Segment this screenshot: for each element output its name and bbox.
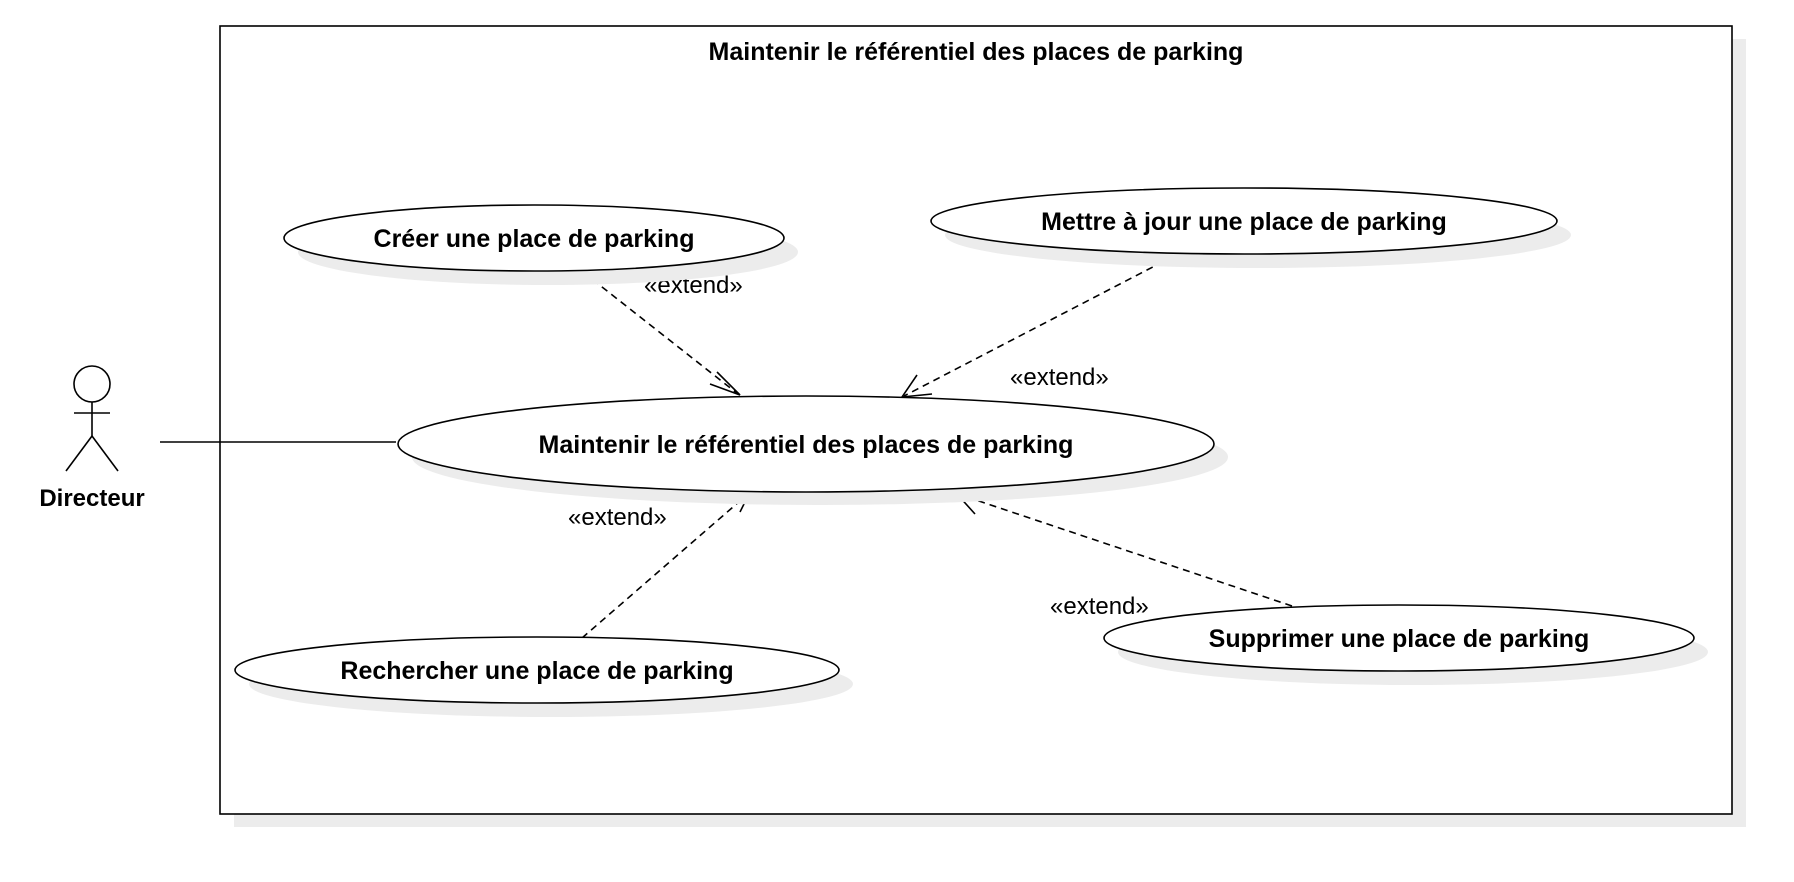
system-title: Maintenir le référentiel des places de p… (709, 38, 1244, 66)
actor-directeur[interactable]: Directeur (39, 365, 145, 512)
extend-create-arrow (582, 271, 741, 396)
usecase-update[interactable]: Mettre à jour une place de parking (930, 187, 1571, 268)
stick-figure-icon (65, 365, 119, 472)
usecase-delete[interactable]: Supprimer une place de parking (1103, 604, 1708, 685)
extend-label-search: «extend» (568, 504, 667, 531)
usecase-create-label: Créer une place de parking (374, 225, 695, 253)
usecase-create[interactable]: Créer une place de parking (283, 204, 798, 285)
usecase-search[interactable]: Rechercher une place de parking (234, 636, 853, 717)
actor-name: Directeur (39, 485, 144, 512)
usecase-main-label: Maintenir le référentiel des places de p… (539, 431, 1074, 459)
usecase-delete-label: Supprimer une place de parking (1209, 625, 1590, 653)
usecase-search-label: Rechercher une place de parking (340, 657, 733, 685)
extend-label-delete: «extend» (1050, 593, 1149, 620)
usecase-update-label: Mettre à jour une place de parking (1041, 208, 1447, 236)
extend-label-update: «extend» (1010, 364, 1109, 391)
usecase-main[interactable]: Maintenir le référentiel des places de p… (397, 395, 1228, 505)
